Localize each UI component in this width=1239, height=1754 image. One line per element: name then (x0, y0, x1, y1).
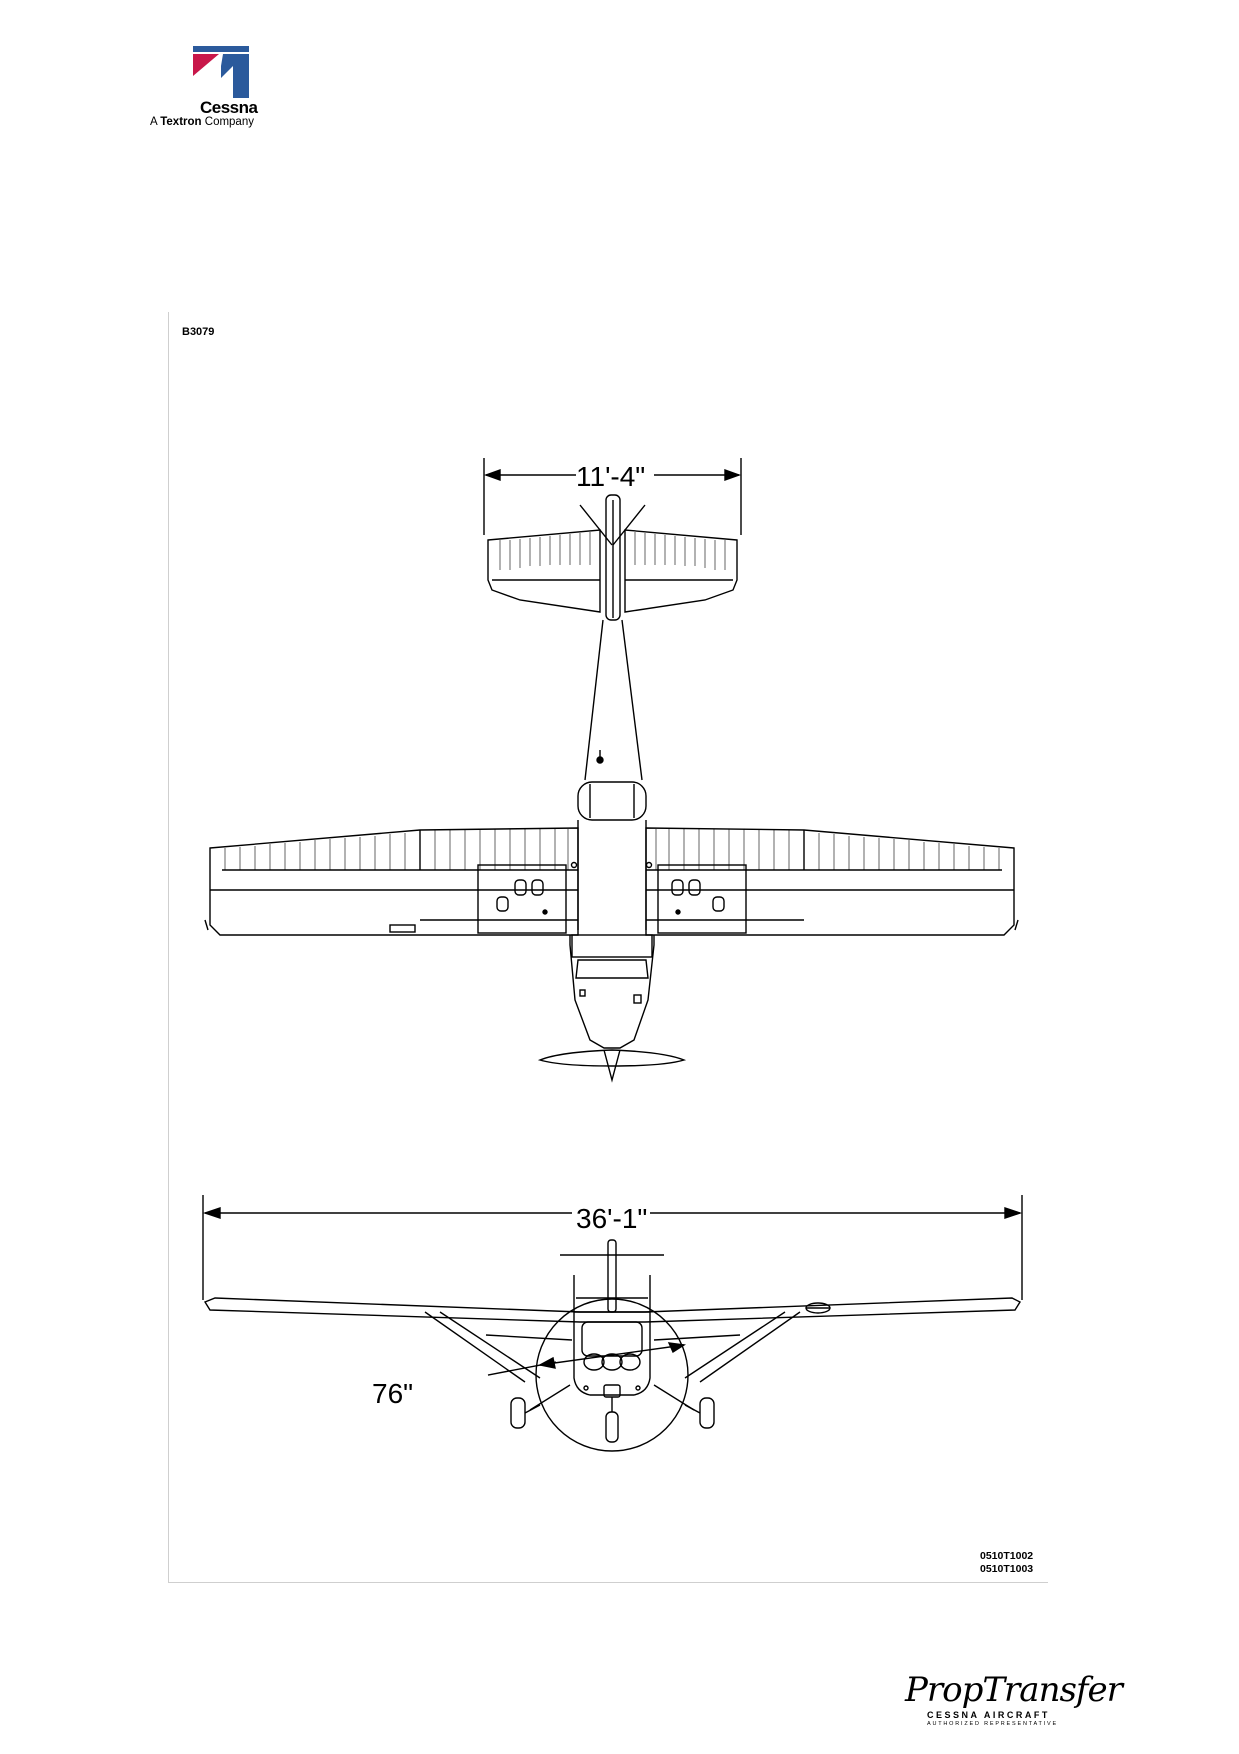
wing-span-dimension: 36'-1" (202, 1195, 1023, 1300)
cessna-emblem-icon (193, 46, 249, 98)
logo-name: Cessna (200, 98, 258, 117)
wing-span-label: 36'-1" (576, 1203, 647, 1234)
tail-span-dimension: 11'-4" (483, 458, 742, 535)
figure-frame (168, 312, 1048, 1583)
front-view: 36'-1" 76" (202, 1195, 1023, 1452)
figure-code: B3079 (182, 326, 215, 338)
proptransfer-logo: PropTransfer CESSNA AIRCRAFT AUTHORIZED … (905, 1670, 1123, 1730)
reference-number: 0510T1002 (980, 1550, 1034, 1562)
wing-ribs (224, 829, 1000, 870)
cessna-logo: Cessna A Textron Company (150, 46, 258, 131)
footer-line-1: CESSNA AIRCRAFT (927, 1710, 1050, 1720)
tail-span-label: 11'-4" (576, 461, 645, 492)
footer-brand: PropTransfer (905, 1670, 1123, 1710)
reference-number: 0510T1003 (980, 1563, 1034, 1575)
footer-line-2: AUTHORIZED REPRESENTATIVE (927, 1721, 1058, 1727)
prop-diameter-label: 76" (372, 1378, 413, 1409)
drawing-references: 0510T1002 0510T1003 (980, 1550, 1033, 1576)
top-view: 11'-4" (204, 458, 1019, 1083)
logo-tagline: A Textron Company (150, 116, 254, 128)
stabilizer-ribs (499, 532, 726, 570)
